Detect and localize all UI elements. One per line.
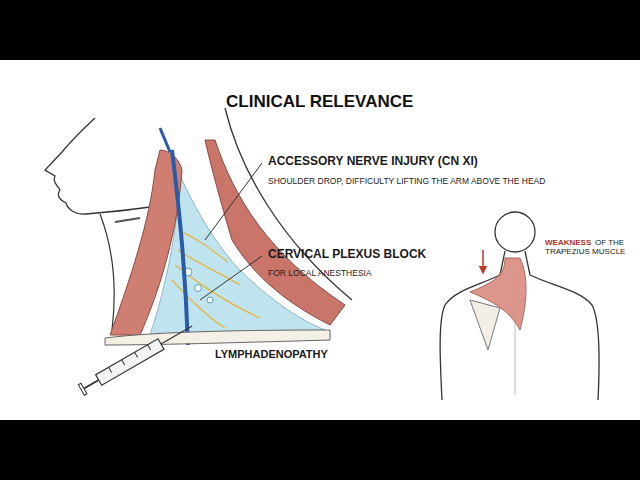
callout-note: OF THE TRAPEZIUS MUSCLE [545,238,637,256]
lymph-nodes [184,268,213,303]
weak-trapezius [470,258,526,330]
throat-outline [100,214,114,330]
head [495,212,535,252]
callout-heading: LYMPHADENOPATHY [215,348,328,361]
vein-branch [160,128,170,152]
top-bar [0,0,640,60]
hyoid-bone [115,218,140,222]
sternocleidomastoid-muscle [110,150,182,335]
right-shoulder [530,275,599,400]
title: CLINICAL RELEVANCE [226,92,413,112]
callout-note: SHOULDER DROP, DIFFICULTY LIFTING THE AR… [268,177,545,187]
leader-line [205,163,262,240]
emphasis-word: WEAKNESS [545,238,591,247]
clavicle [105,330,330,345]
callout-heading: CERVICAL PLEXUS BLOCK [268,248,426,262]
leader-line [200,256,262,300]
callout-note: FOR LOCAL ANESTHESIA [268,269,372,279]
syringe [78,321,195,395]
scapula [470,300,500,350]
bottom-bar [0,420,640,480]
external-jugular-vein [172,150,188,345]
drop-arrow [482,250,484,270]
callout-heading: ACCESSORY NERVE INJURY (CN XI) [268,155,478,169]
